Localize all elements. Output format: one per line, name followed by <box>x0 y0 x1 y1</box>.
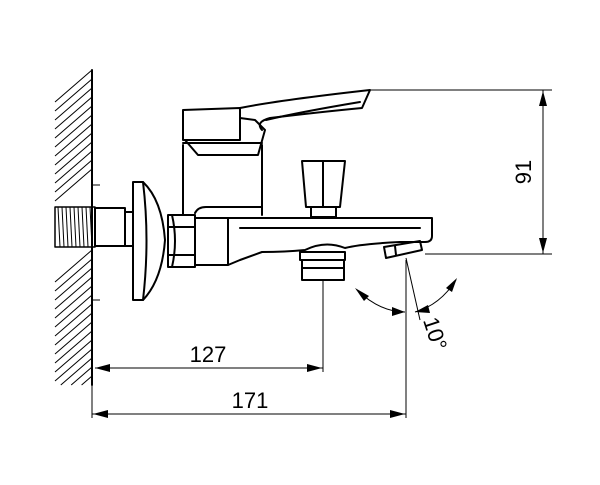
hatch-line <box>54 294 93 328</box>
hex-nut <box>167 214 196 268</box>
hatch-line <box>54 141 93 175</box>
wall-hatching <box>54 69 93 386</box>
hatch-line <box>54 330 93 364</box>
thread-line <box>69 206 73 248</box>
thread-line <box>57 206 61 248</box>
hatch-line <box>54 303 93 337</box>
hatch-line <box>81 375 93 386</box>
shower-outlet <box>299 251 346 281</box>
thread <box>57 206 93 248</box>
thread-line <box>73 206 77 248</box>
hatch-line <box>54 105 93 139</box>
hatch-line <box>54 276 93 310</box>
hatch-line <box>54 321 93 355</box>
thread-line <box>81 206 85 248</box>
overall-label: 171 <box>232 388 269 413</box>
thread-line <box>89 206 93 248</box>
hatch-line <box>54 168 93 202</box>
hatch-line <box>54 249 93 283</box>
wall <box>54 69 93 386</box>
overall-dimension <box>91 260 407 418</box>
hatch-line <box>54 285 93 319</box>
height-dimension <box>370 89 552 255</box>
angle-label: 10° <box>418 314 452 353</box>
hatch-line <box>54 123 93 157</box>
reach-dimension <box>95 280 324 372</box>
thread-line <box>85 206 89 248</box>
lever-handle <box>182 89 371 156</box>
diverter-knob <box>301 160 346 218</box>
thread-line <box>77 206 81 248</box>
thread-line <box>61 206 65 248</box>
spout <box>227 217 433 266</box>
hatch-line <box>54 339 93 373</box>
hatch-line <box>60 357 93 386</box>
hatch-line <box>54 150 93 184</box>
hatch-line <box>70 366 93 386</box>
hatch-line <box>54 159 93 193</box>
wall-connector <box>54 184 126 301</box>
thread-line <box>65 206 69 248</box>
mixer-body <box>182 142 263 266</box>
escutcheon <box>124 181 166 301</box>
hatch-line <box>54 69 93 103</box>
hatch-line <box>54 348 93 382</box>
angle-dimension <box>355 257 457 321</box>
hatch-line <box>54 132 93 166</box>
hatch-line <box>54 78 93 112</box>
hatch-line <box>54 96 93 130</box>
height-label: 91 <box>511 160 536 184</box>
hatch-line <box>54 312 93 346</box>
hatch-line <box>54 87 93 121</box>
hatch-line <box>54 258 93 292</box>
reach-label: 127 <box>190 342 227 367</box>
hatch-line <box>54 267 93 301</box>
hatch-line <box>54 114 93 148</box>
